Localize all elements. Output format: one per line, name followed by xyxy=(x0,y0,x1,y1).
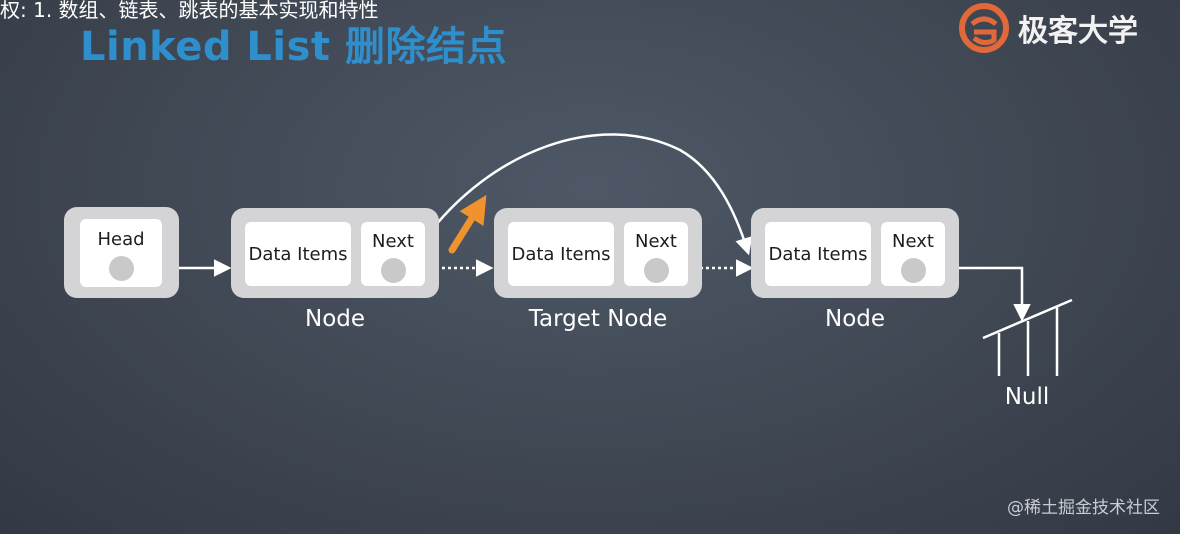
node-1-data-cell: Data Items xyxy=(245,222,351,286)
lesson-title-line: 权: 1. 数组、链表、跳表的基本实现和特性 xyxy=(0,0,379,22)
node-1-data-label: Data Items xyxy=(248,244,348,265)
node-3-next-label: Next xyxy=(892,231,934,252)
head-label: Head xyxy=(97,229,145,250)
logo-text: 极客大学 xyxy=(1018,14,1138,49)
node-3-pointer-dot xyxy=(900,258,926,283)
bypass-curve-arrow xyxy=(422,133,753,256)
target-pointer-dot xyxy=(643,258,669,283)
target-data-cell: Data Items xyxy=(508,222,614,286)
target-next-label: Next xyxy=(635,231,677,252)
node-1-caption: Node xyxy=(304,306,366,332)
node-box-target: Data Items Next xyxy=(494,208,702,298)
watermark: @稀土掘金技术社区 xyxy=(1007,498,1160,518)
node-1-pointer-dot xyxy=(380,258,406,283)
geek-university-logo: 极客大学 xyxy=(958,2,1178,54)
node-box-3: Data Items Next xyxy=(751,208,959,298)
node-3-data-label: Data Items xyxy=(768,244,868,265)
node-1-next-label: Next xyxy=(372,231,414,252)
node-3-next-cell: Next xyxy=(881,222,945,286)
node-1-next-cell: Next xyxy=(361,222,425,286)
head-pointer-dot xyxy=(108,256,134,281)
node-3-caption: Node xyxy=(824,306,886,332)
logo-mark-icon xyxy=(959,3,1009,53)
node-3-data-cell: Data Items xyxy=(765,222,871,286)
node3-to-null-arrow xyxy=(944,266,1031,322)
head-cell: Head xyxy=(80,219,162,287)
null-label: Null xyxy=(1004,384,1050,410)
slide-title: Linked List 删除结点 xyxy=(80,24,507,70)
target-data-label: Data Items xyxy=(511,244,611,265)
highlight-arrow xyxy=(448,194,487,254)
target-next-cell: Next xyxy=(624,222,688,286)
head-box: Head xyxy=(64,207,179,298)
null-ground-symbol xyxy=(982,298,1073,376)
node-box-1: Data Items Next xyxy=(231,208,439,298)
target-node-caption: Target Node xyxy=(528,306,668,332)
